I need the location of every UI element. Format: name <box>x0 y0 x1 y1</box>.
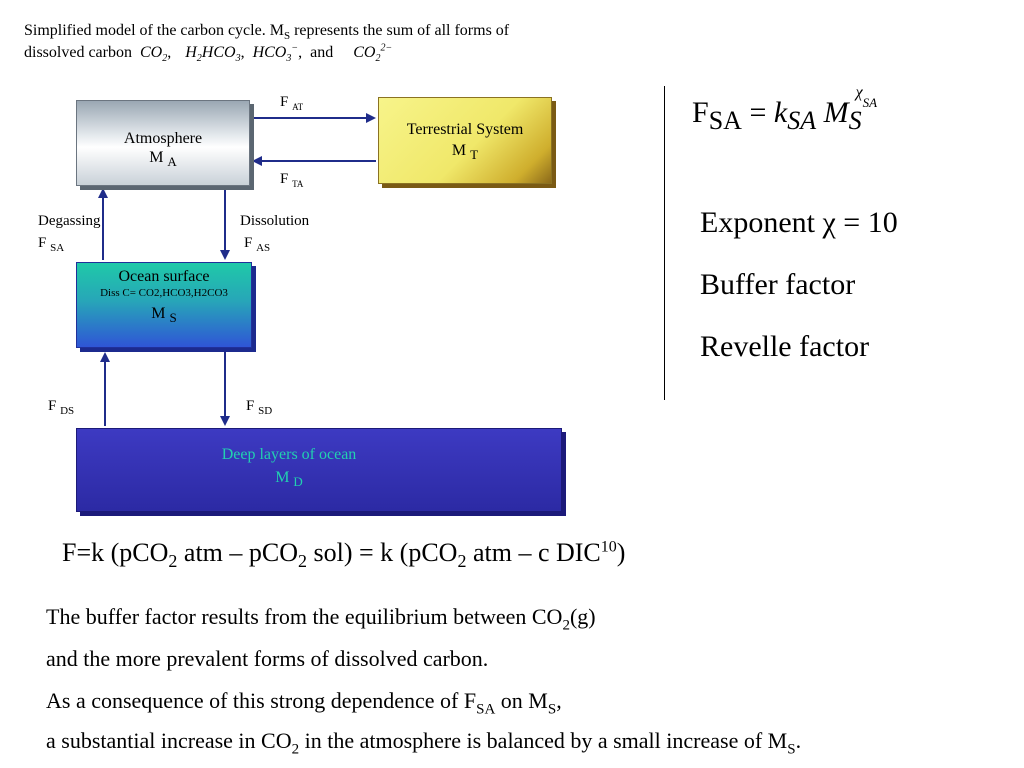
atmosphere-box: Atmosphere M A <box>76 100 250 186</box>
figure-caption: Simplified model of the carbon cycle. MS… <box>24 20 509 64</box>
flux-equation: F=k (pCO2 atm – pCO2 sol) = k (pCO2 atm … <box>62 538 626 572</box>
deep-ocean-box: Deep layers of ocean M D <box>76 428 562 512</box>
paragraph-line-4: a substantial increase in CO2 in the atm… <box>46 728 802 758</box>
flux-label-as: F AS <box>244 235 271 254</box>
ocean-surface-detail: Diss C= CO2,HCO3,H2CO3 <box>100 287 228 299</box>
divider-line <box>664 86 665 400</box>
flux-label-ta: F TA <box>280 171 304 189</box>
atmosphere-title: Atmosphere <box>123 130 203 147</box>
revelle-factor-text: Revelle factor <box>700 330 870 363</box>
flux-label-sd: F SD <box>246 398 273 417</box>
degassing-label: Degassing <box>38 213 101 229</box>
exponent-text: Exponent χ = 10 <box>700 206 898 239</box>
buffer-factor-text: Buffer factor <box>700 268 856 301</box>
paragraph-line-2: and the more prevalent forms of dissolve… <box>46 646 489 671</box>
flux-formula: FSA = kSA MSχSA <box>692 84 878 135</box>
flux-label-at: F AT <box>280 94 304 112</box>
ocean-surface-title: Ocean surface <box>118 268 210 285</box>
caption-line-1: Simplified model of the carbon cycle. MS… <box>24 22 510 43</box>
caption-line-2: dissolved carbon CO2, H2HCO3, HCO3−, and… <box>24 42 393 65</box>
terrestrial-box: Terrestrial System M T <box>378 97 552 184</box>
terrestrial-title: Terrestrial System <box>406 121 524 138</box>
terrestrial-mass: M T <box>451 142 479 163</box>
deep-ocean-mass: M D <box>275 469 303 490</box>
ocean-surface-mass: M S <box>151 305 177 326</box>
ocean-surface-box: Ocean surface Diss C= CO2,HCO3,H2CO3 M S <box>76 262 252 348</box>
flux-label-sa: F SA <box>38 235 65 254</box>
deep-ocean-title: Deep layers of ocean <box>221 446 357 463</box>
flux-label-ds: F DS <box>48 398 75 417</box>
paragraph-line-1: The buffer factor results from the equil… <box>46 604 596 634</box>
paragraph-line-3: As a consequence of this strong dependen… <box>46 688 562 718</box>
atmosphere-mass: M A <box>149 149 177 170</box>
dissolution-label: Dissolution <box>240 213 310 229</box>
